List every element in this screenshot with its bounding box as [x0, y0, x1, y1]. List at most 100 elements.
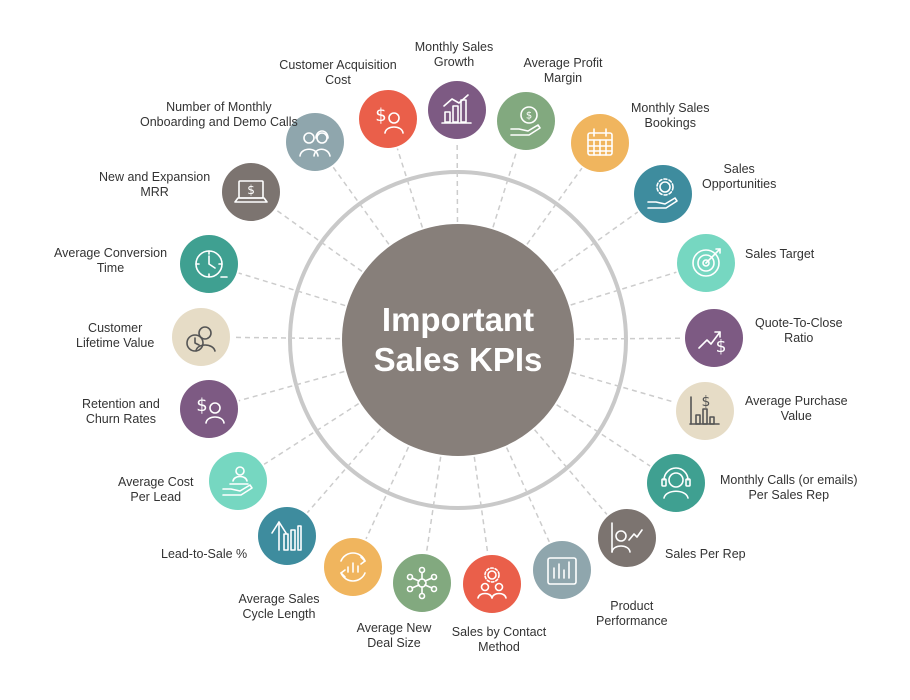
kpi-label-line: Value — [780, 409, 812, 423]
people-headset-icon — [299, 130, 331, 157]
connector-average-sales-cycle-length — [365, 446, 410, 540]
bar-growth-icon — [441, 94, 472, 124]
kpi-label-line: Monthly Calls (or emails) — [720, 473, 858, 487]
kpi-label-line: MRR — [140, 185, 169, 199]
kpi-label-sales-target: Sales Target — [745, 247, 814, 262]
kpi-circle-monthly-calls-per-rep — [647, 454, 705, 512]
kpi-circle-quote-to-close-ratio: $ — [685, 309, 743, 367]
kpi-label-line: Average Sales — [238, 592, 320, 606]
kpi-label-line: Margin — [543, 71, 583, 85]
kpi-label-line: Average Conversion — [54, 246, 168, 260]
connector-average-profit-margin — [492, 150, 518, 228]
dollar-chart-icon: $ — [689, 394, 720, 425]
center-title-line-2: Sales KPIs — [373, 341, 543, 378]
svg-text:$: $ — [526, 111, 532, 122]
laptop-dollar-icon: $ — [234, 180, 268, 203]
kpi-label-line: Product — [610, 599, 654, 613]
kpi-label-line: Sales Target — [745, 247, 815, 261]
kpi-circle-sales-by-contact-method — [463, 555, 521, 613]
connector-new-expansion-mrr — [275, 209, 363, 272]
hand-person-icon — [222, 466, 253, 496]
calendar-icon — [587, 128, 613, 156]
kpi-label-line: Number of Monthly — [166, 100, 272, 114]
kpi-circle-average-profit-margin: $ — [497, 92, 555, 150]
kpi-circle-average-purchase-value: $ — [676, 382, 734, 440]
kpi-label-line: Sales — [723, 162, 755, 176]
target-icon — [692, 248, 721, 277]
kpi-label-line: Monthly Sales — [414, 40, 494, 54]
kpi-circle-monthly-onboarding-demo-calls — [286, 113, 344, 171]
dollar-person-icon: $ — [196, 395, 225, 424]
kpi-label-line: Monthly Sales — [631, 101, 710, 115]
kpi-circle-customer-acquisition-cost: $ — [359, 90, 417, 148]
kpi-label-line: Ratio — [784, 331, 814, 345]
svg-text:$: $ — [196, 395, 207, 416]
kpi-label-line: Average Cost — [118, 475, 194, 489]
dollar-person-icon: $ — [375, 105, 404, 134]
connector-monthly-onboarding-demo-calls — [332, 166, 390, 245]
connector-quote-to-close-ratio — [575, 337, 684, 340]
cycle-chart-icon — [340, 552, 366, 582]
svg-text:$: $ — [702, 394, 711, 410]
kpi-circle-new-expansion-mrr: $ — [222, 163, 280, 221]
kpi-circle-average-sales-cycle-length — [324, 538, 382, 596]
connector-sales-opportunities — [553, 211, 639, 273]
center-title-disc: Important Sales KPIs — [342, 224, 574, 456]
kpi-label-line: Cycle Length — [242, 607, 316, 621]
kpi-label-line: Bookings — [644, 116, 696, 130]
svg-text:$: $ — [247, 183, 255, 197]
kpi-label-line: New and Expansion — [99, 170, 211, 184]
bar-arrow-icon — [271, 521, 302, 551]
kpi-label-line: Deal Size — [367, 636, 421, 650]
kpi-label-line: Opportunities — [702, 177, 777, 191]
kpi-label-lead-to-sale: Lead-to-Sale % — [161, 547, 247, 562]
kpi-circle-monthly-sales-growth — [428, 81, 486, 139]
svg-text:$: $ — [375, 105, 386, 126]
connector-average-purchase-value — [571, 371, 676, 404]
hand-coin-icon: $ — [510, 106, 541, 136]
connector-average-conversion-time — [238, 272, 346, 307]
headset-icon — [661, 467, 691, 499]
kpi-circle-average-conversion-time — [180, 235, 238, 293]
kpi-label-line: Customer — [88, 321, 143, 335]
kpi-label-line: Growth — [433, 55, 475, 69]
connector-customer-acquisition-cost — [396, 148, 424, 228]
kpi-label-line: Lead-to-Sale % — [161, 547, 248, 561]
kpi-circle-customer-lifetime-value — [172, 308, 230, 366]
dollar-arrow-icon: $ — [698, 331, 726, 357]
hand-gear-icon — [647, 178, 678, 209]
kpi-label-line: Sales Per Rep — [665, 547, 746, 561]
connector-sales-by-contact-method — [473, 456, 489, 554]
person-chart-icon — [611, 522, 643, 553]
kpi-label-line: Average Profit — [523, 56, 603, 70]
clock-icon — [195, 250, 228, 278]
connector-customer-lifetime-value — [231, 336, 341, 340]
kpi-circle-sales-opportunities — [634, 165, 692, 223]
kpi-circle-sales-per-rep — [598, 509, 656, 567]
kpi-circle-product-performance — [533, 541, 591, 599]
connector-sales-target — [570, 271, 677, 306]
connector-sales-per-rep — [534, 429, 608, 515]
connector-monthly-calls-per-rep — [556, 404, 651, 467]
kpi-label-line: Retention and — [82, 397, 160, 411]
kpi-label-line: Time — [96, 261, 125, 275]
kpi-label-line: Average Purchase — [745, 394, 848, 408]
connector-average-cost-per-lead — [263, 403, 360, 465]
center-title-line-1: Important — [381, 301, 535, 338]
kpi-circle-lead-to-sale — [258, 507, 316, 565]
kpi-label-line: Sales by Contact — [451, 625, 547, 639]
kpi-label-line: Per Sales Rep — [748, 488, 830, 502]
clock-person-icon — [186, 326, 216, 352]
kpi-circle-sales-target — [677, 234, 735, 292]
